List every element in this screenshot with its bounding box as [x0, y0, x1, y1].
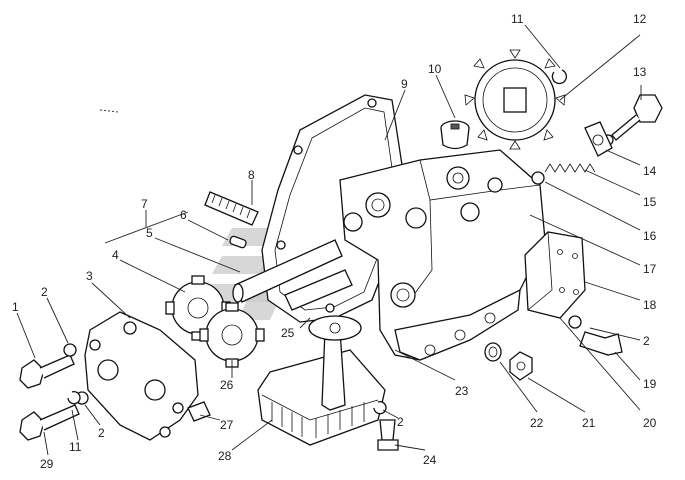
callout-14: 14 — [643, 164, 657, 178]
callout-25: 25 — [281, 326, 295, 340]
callout-16: 16 — [643, 229, 657, 243]
washer-part-14 — [584, 121, 613, 157]
washer-part-22 — [484, 342, 502, 362]
callout-21: 21 — [582, 416, 596, 430]
callout-1: 1 — [12, 300, 19, 314]
callout-15: 15 — [643, 195, 657, 209]
key-part — [229, 235, 247, 249]
callout-10: 10 — [428, 62, 442, 76]
callout-7: 7 — [141, 197, 148, 211]
sprocket-part — [464, 49, 566, 150]
callout-6: 6 — [180, 208, 187, 222]
callout-2-bottom: 2 — [98, 426, 105, 440]
callout-13: 13 — [633, 65, 647, 79]
callout-17: 17 — [643, 262, 657, 276]
callout-28: 28 — [218, 449, 232, 463]
plug-part — [440, 120, 470, 150]
strainer-part — [257, 315, 386, 446]
leader-lines — [16, 24, 642, 456]
filter-cover-part — [524, 231, 586, 319]
bolt-part-13 — [602, 94, 663, 146]
callout-labels: 1 2 3 4 5 6 7 8 9 10 11 12 13 14 15 16 1… — [12, 12, 657, 471]
callout-12: 12 — [633, 12, 647, 26]
stud-part — [204, 191, 259, 226]
callout-8: 8 — [248, 168, 255, 182]
bolt-part-1 — [19, 354, 75, 389]
callout-2-strainer: 2 — [397, 415, 404, 429]
shaft-part — [232, 239, 353, 311]
callout-19: 19 — [643, 377, 657, 391]
spring-part — [531, 163, 596, 185]
callout-11-top: 11 — [511, 12, 524, 26]
callout-29: 29 — [40, 457, 54, 471]
callout-23: 23 — [455, 384, 469, 398]
group-bracket — [99, 109, 189, 244]
callout-27: 27 — [220, 418, 234, 432]
callout-24: 24 — [423, 453, 437, 467]
callout-3: 3 — [86, 269, 93, 283]
nut-part — [509, 351, 533, 381]
callout-18: 18 — [643, 298, 657, 312]
callout-11-bottom: 11 — [69, 440, 82, 454]
pump-cover-part — [84, 311, 199, 441]
callout-4: 4 — [112, 248, 119, 262]
callout-26: 26 — [220, 378, 234, 392]
circlip-part-top — [551, 69, 568, 85]
washer-part-left — [63, 343, 89, 405]
callout-22: 22 — [530, 416, 544, 430]
callout-5: 5 — [146, 226, 153, 240]
pump-housing — [339, 149, 546, 361]
bolt-part-24 — [373, 401, 399, 451]
callout-20: 20 — [643, 416, 657, 430]
bolt-part-19 — [568, 315, 623, 356]
bolt-part-29 — [19, 404, 80, 441]
callout-2-right: 2 — [643, 334, 650, 348]
callout-2: 2 — [41, 285, 48, 299]
callout-9: 9 — [401, 77, 408, 91]
